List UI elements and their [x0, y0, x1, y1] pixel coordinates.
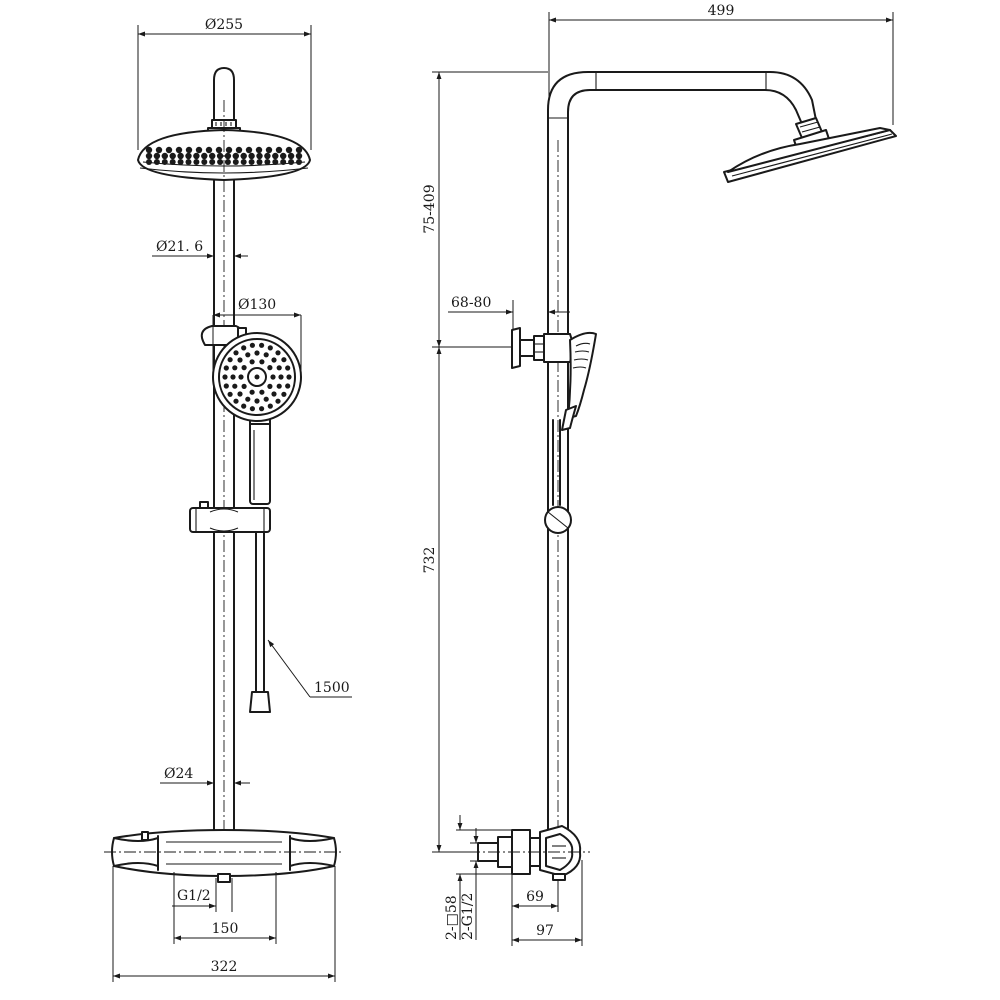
side-mixer — [468, 825, 590, 881]
dim-hose-length: 1500 — [267, 639, 352, 698]
dim-square-size: 2-□58 — [444, 815, 512, 940]
label-riser-height: 732 — [422, 547, 438, 574]
front-hose — [249, 531, 271, 713]
dim-arm-reach: 499 — [548, 3, 894, 125]
label-head-diameter: Ø255 — [205, 17, 243, 33]
dim-thread-pair: 2-G1/2 — [460, 828, 479, 940]
dim-mixer-depth: 69 — [511, 874, 559, 946]
label-inlet-spacing: 150 — [212, 921, 239, 937]
label-thread-pair: 2-G1/2 — [460, 893, 476, 940]
rain-head-nozzles — [145, 146, 303, 165]
label-mixer-width: 322 — [211, 959, 238, 975]
label-riser-diameter: Ø24 — [164, 766, 193, 782]
label-mixer-depth: 69 — [526, 889, 544, 905]
dim-inlet-spacing: 150 — [173, 872, 277, 944]
front-view: Ø255 Ø21. 6 Ø130 1500 Ø24 — [104, 17, 352, 982]
side-hose — [552, 419, 561, 506]
side-slide-holder — [544, 506, 572, 534]
dim-pipe-diameter: Ø21. 6 — [152, 239, 248, 259]
dim-total-depth: 97 — [512, 860, 583, 946]
dim-bracket-offset-range: 68-80 — [448, 295, 570, 330]
side-wall-bracket — [511, 327, 574, 369]
label-bracket-offset-range: 68-80 — [451, 295, 491, 311]
dim-hand-diameter: Ø130 — [212, 297, 302, 375]
dim-inlet-thread: G1/2 — [172, 878, 233, 912]
front-slide-holder — [189, 501, 271, 533]
dim-arm-height-range: 75-409 — [422, 72, 442, 347]
label-pipe-diameter: Ø21. 6 — [156, 239, 203, 255]
label-total-depth: 97 — [536, 923, 554, 939]
front-mixer-body — [104, 829, 344, 883]
hand-shower-nozzles — [222, 342, 292, 412]
label-arm-reach: 499 — [708, 3, 735, 19]
label-inlet-thread: G1/2 — [177, 888, 211, 904]
dim-riser-diameter: Ø24 — [160, 766, 250, 786]
label-hand-diameter: Ø130 — [238, 297, 276, 313]
side-rain-shower-head — [723, 127, 897, 183]
side-hand-shower — [561, 331, 597, 431]
front-hand-shower — [212, 332, 302, 505]
side-riser-and-arm — [547, 71, 817, 880]
dim-riser-height: 732 — [422, 347, 442, 852]
label-hose-length: 1500 — [314, 680, 350, 696]
front-riser-pipe — [213, 100, 235, 880]
dim-mixer-width: 322 — [112, 866, 336, 982]
dim-head-diameter: Ø255 — [137, 17, 312, 150]
label-arm-height-range: 75-409 — [422, 184, 438, 233]
label-square-size: 2-□58 — [444, 895, 460, 940]
side-view: 499 75-409 732 68-80 — [422, 3, 897, 946]
